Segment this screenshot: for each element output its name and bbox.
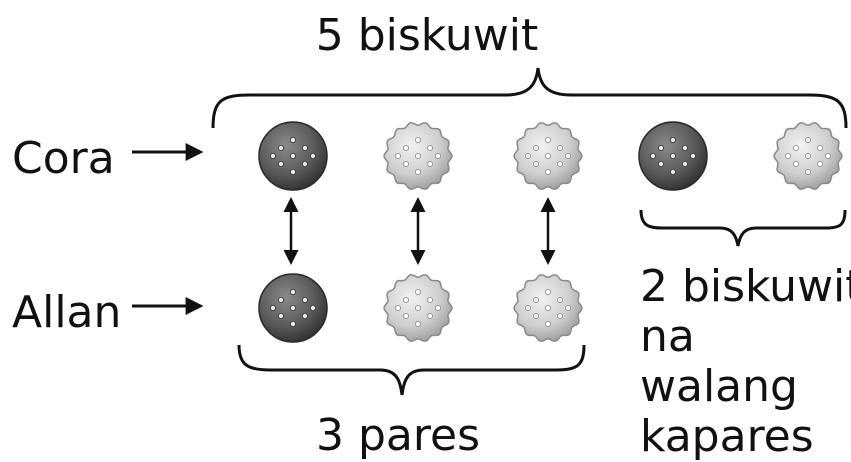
cookie-hole (682, 144, 689, 151)
cookie-light-allan-2 (383, 274, 453, 342)
cookie-hole (545, 320, 552, 327)
cookie-layer (258, 121, 843, 343)
cookie-hole (394, 304, 401, 311)
cookie-hole (545, 304, 552, 311)
pairs-label: 3 pares (316, 410, 480, 461)
cookie-hole (414, 288, 421, 295)
cookie-hole (301, 296, 308, 303)
cookie-hole (434, 152, 441, 159)
cookie-hole (533, 296, 540, 303)
cookie-hole (269, 304, 276, 311)
cookie-hole (277, 296, 284, 303)
cookie-hole (414, 152, 421, 159)
cookie-hole (817, 160, 824, 167)
cookie-hole (545, 152, 552, 159)
cookie-hole (565, 152, 572, 159)
cookie-hole (289, 168, 296, 175)
cookie-hole (426, 296, 433, 303)
cookie-hole (533, 160, 540, 167)
cookie-hole (545, 168, 552, 175)
cookie-hole (402, 160, 409, 167)
cookie-hole (277, 312, 284, 319)
top-brace (211, 67, 848, 129)
cookie-hole (805, 136, 812, 143)
unpaired-label-line-1: 2 biskuwit (640, 261, 851, 312)
cookie-hole (394, 152, 401, 159)
cookie-hole (426, 160, 433, 167)
unpaired-label-line-4: kapares (640, 411, 814, 462)
cookie-hole (402, 312, 409, 319)
cookie-hole (289, 152, 296, 159)
cookie-hole (301, 312, 308, 319)
cookie-hole (805, 168, 812, 175)
cookie-hole (289, 136, 296, 143)
cookie-hole (414, 168, 421, 175)
cookie-hole (825, 152, 832, 159)
cookie-hole (658, 160, 665, 167)
cookie-hole (658, 144, 665, 151)
cookie-hole (670, 136, 677, 143)
cookie-light-cora-2 (383, 122, 453, 190)
cookie-dark-allan-1 (258, 273, 328, 343)
cookie-hole (434, 304, 441, 311)
cookie-hole (277, 160, 284, 167)
cookie-hole (793, 144, 800, 151)
cookie-light-cora-3 (513, 122, 583, 190)
unpaired-label: 2 biskuwit na walang kapares (640, 262, 851, 462)
cookie-hole (557, 312, 564, 319)
cookie-hole (557, 144, 564, 151)
cookie-hole (805, 152, 812, 159)
cookie-hole (414, 320, 421, 327)
cookie-hole (289, 304, 296, 311)
cookie-hole (545, 288, 552, 295)
cookie-dark-cora-1 (258, 121, 328, 191)
cookie-hole (402, 296, 409, 303)
cookie-light-cora-5 (773, 122, 843, 190)
unpaired-label-line-2: na (640, 311, 695, 362)
diagram-title: 5 biskuwit (315, 10, 539, 61)
cookie-hole (525, 152, 532, 159)
cookie-hole (309, 152, 316, 159)
cookie-hole (309, 304, 316, 311)
cookie-hole (414, 136, 421, 143)
cookie-hole (650, 152, 657, 159)
cookie-hole (557, 160, 564, 167)
cookie-hole (414, 304, 421, 311)
cookie-hole (402, 144, 409, 151)
cookie-hole (565, 304, 572, 311)
cookie-hole (301, 144, 308, 151)
cookie-hole (533, 144, 540, 151)
cookie-hole (690, 152, 697, 159)
cookie-light-allan-3 (513, 274, 583, 342)
pairs-brace (237, 344, 586, 396)
cookie-hole (301, 160, 308, 167)
cookie-hole (277, 144, 284, 151)
cookie-hole (682, 160, 689, 167)
cookie-hole (670, 168, 677, 175)
cookie-hole (289, 288, 296, 295)
cookie-hole (533, 312, 540, 319)
unpaired-brace (639, 209, 847, 247)
cookie-hole (557, 296, 564, 303)
cookie-hole (545, 136, 552, 143)
cora-label: Cora (12, 133, 115, 184)
cookie-hole (426, 312, 433, 319)
cookie-hole (525, 304, 532, 311)
cookie-hole (785, 152, 792, 159)
cookie-dark-cora-4 (638, 121, 708, 191)
allan-label: Allan (12, 287, 122, 338)
cookie-hole (670, 152, 677, 159)
cookie-hole (426, 144, 433, 151)
cookie-hole (269, 152, 276, 159)
cookie-hole (289, 320, 296, 327)
cookie-hole (793, 160, 800, 167)
unpaired-label-line-3: walang (640, 361, 798, 412)
cookie-hole (817, 144, 824, 151)
